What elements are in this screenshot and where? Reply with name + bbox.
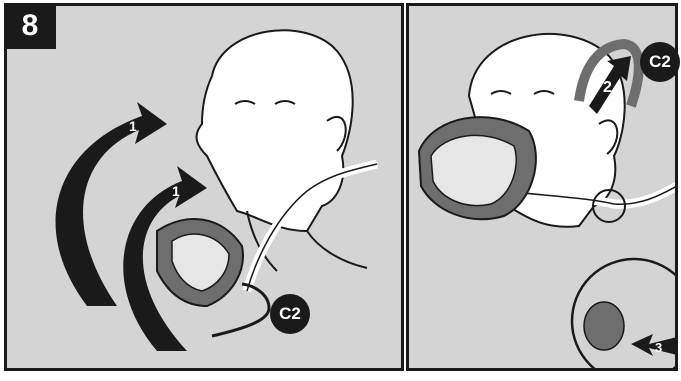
left-panel: 1 1 — [4, 3, 404, 371]
callout-c2-crown-strap: C2 — [640, 42, 680, 82]
arrow-2-label: 2 — [603, 79, 612, 96]
callout-c2-lower-strap: C2 — [270, 294, 310, 334]
arrow-1b-label: 1 — [172, 183, 180, 199]
arrow-1a-label: 1 — [129, 118, 137, 134]
left-illustration: 1 1 — [7, 6, 404, 371]
step-number-badge: 8 — [4, 3, 56, 49]
head-outline — [197, 30, 353, 231]
shoulder-outline — [307, 231, 367, 268]
right-illustration: 2 3 — [409, 6, 678, 371]
right-panel: 2 3 — [406, 3, 678, 371]
arrow-3-label: 3 — [655, 340, 662, 355]
mask-cartridge — [431, 135, 516, 205]
inset-buckle — [584, 302, 624, 350]
